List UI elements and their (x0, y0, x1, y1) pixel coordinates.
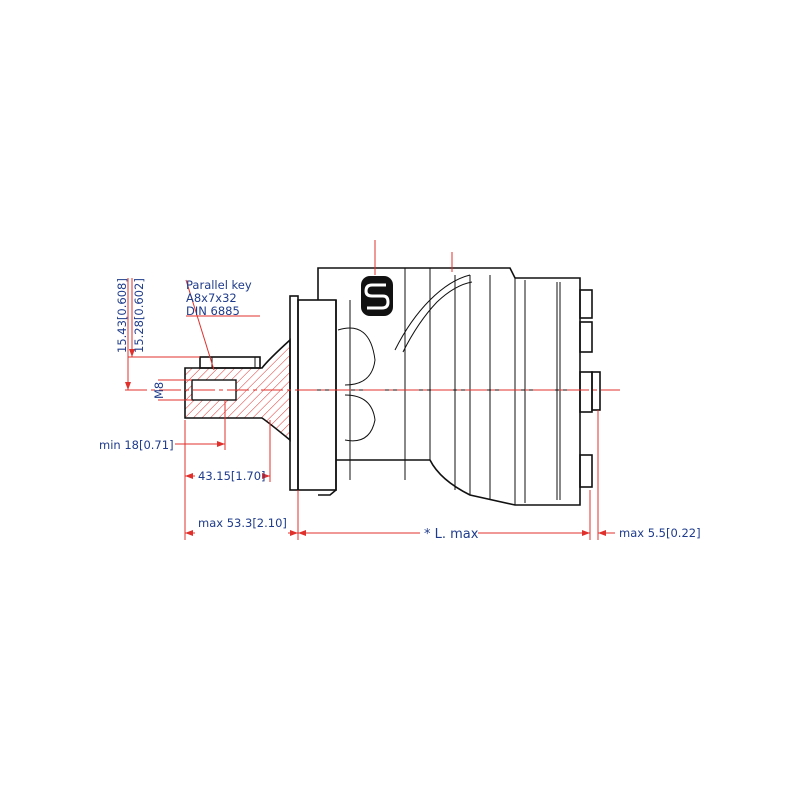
dim-min-18: min 18[0.71] (99, 438, 174, 452)
logo-mark (361, 276, 393, 316)
key-label-line2: A8x7x32 (186, 291, 237, 305)
dimension-lines (125, 278, 615, 540)
motor-body (289, 267, 581, 506)
dim-15-43: 15.43[0.608] (115, 278, 129, 353)
thread-m8: M8 (152, 382, 166, 399)
dim-max-5-5: max 5.5[0.22] (619, 526, 701, 540)
dim-l-max: * L. max (424, 527, 479, 542)
key-label-line1: Parallel key (186, 278, 252, 292)
dim-15-28: 15.28[0.602] (132, 278, 146, 353)
dim-43-15: 43.15[1.70] (198, 469, 266, 483)
key-label-line3: DIN 6885 (186, 304, 240, 318)
dim-max-53-3: max 53.3[2.10] (198, 516, 287, 530)
rear-bolts (579, 289, 601, 488)
